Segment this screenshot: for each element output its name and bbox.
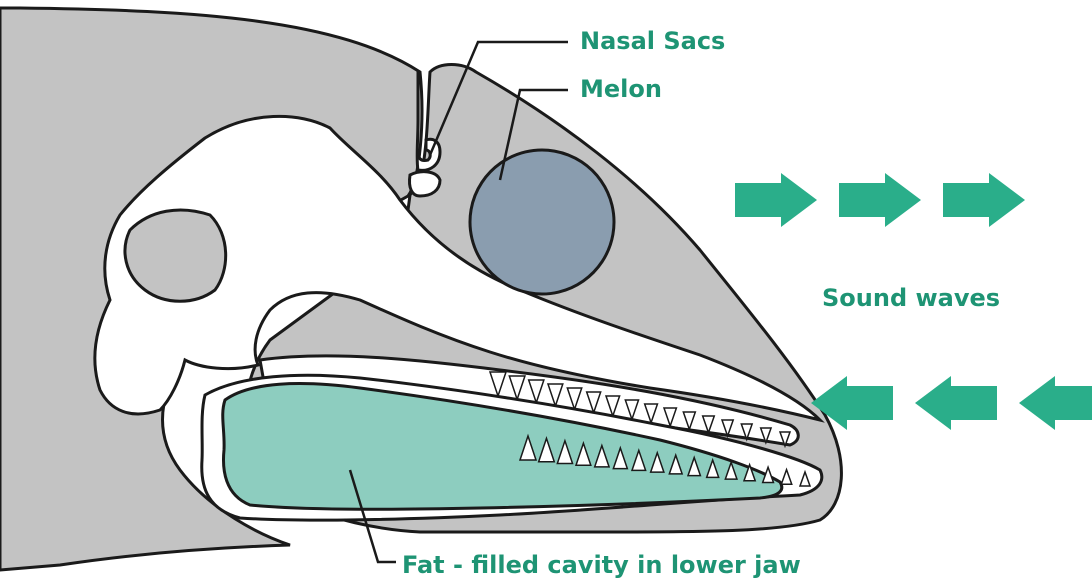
nasal-sacs-label: Nasal Sacs — [580, 29, 725, 53]
skull-inner-cavity — [125, 210, 226, 301]
left-arrow-icon — [1019, 376, 1092, 430]
nasal-sac-pocket — [409, 172, 440, 196]
left-arrow-icon — [915, 376, 997, 430]
incoming-sound-arrows — [811, 376, 1092, 430]
right-arrow-icon — [943, 173, 1025, 227]
right-arrow-icon — [735, 173, 817, 227]
fat-cavity-label: Fat - filled cavity in lower jaw — [402, 553, 801, 577]
melon-label: Melon — [580, 77, 662, 101]
sound-waves-label: Sound waves — [822, 286, 1000, 310]
outgoing-sound-arrows — [735, 173, 1025, 227]
right-arrow-icon — [839, 173, 921, 227]
